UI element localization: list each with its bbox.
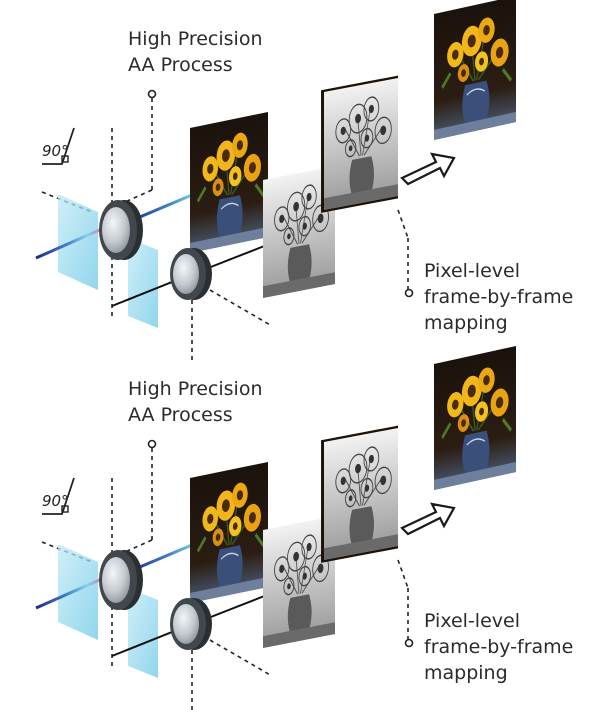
hollow-arrow-icon <box>400 152 456 186</box>
sunflower-color-photo <box>188 110 270 255</box>
angle-label: 90° <box>42 142 69 160</box>
title-line-2: AA Process <box>128 54 233 76</box>
title-line-2: AA Process <box>128 404 233 426</box>
sunflower-grayscale-frame <box>321 75 399 213</box>
lens-upper <box>99 200 143 260</box>
title-marker-icon <box>147 439 157 449</box>
mapping-marker-icon <box>404 288 414 298</box>
angle-label: 90° <box>42 492 69 510</box>
lens-lower <box>170 598 212 650</box>
title-marker-icon <box>147 89 157 99</box>
panel-1: 90° High Precision AA Proc <box>35 0 573 362</box>
glass-plate <box>128 588 158 678</box>
light-beam <box>35 226 105 260</box>
optical-axis <box>111 627 183 657</box>
mapping-line-3: mapping <box>424 662 508 684</box>
mapping-marker-icon <box>404 638 414 648</box>
hollow-arrow-icon <box>400 502 456 536</box>
lens-lower <box>170 248 212 300</box>
sunflower-color-photo <box>188 460 270 605</box>
right-angle-icon: 90° <box>42 477 75 515</box>
light-beam <box>35 576 105 610</box>
title-line-1: High Precision <box>128 28 262 50</box>
sunflower-grayscale-frame <box>321 425 399 563</box>
sunflower-color-output <box>432 0 518 142</box>
mapping-line-2: frame-by-frame <box>424 286 573 308</box>
title-line-1: High Precision <box>128 378 262 400</box>
right-angle-icon: 90° <box>42 127 75 165</box>
mapping-line-2: frame-by-frame <box>424 636 573 658</box>
mapping-line-1: Pixel-level <box>424 610 520 632</box>
lens-upper <box>99 550 143 610</box>
glass-plate <box>58 544 98 640</box>
glass-plate <box>128 238 158 328</box>
mapping-line-1: Pixel-level <box>424 260 520 282</box>
panel-2: 90° High Precision AA Process Pixel-leve… <box>35 344 573 710</box>
mapping-line-3: mapping <box>424 312 508 334</box>
optical-axis <box>111 277 183 307</box>
glass-plate <box>58 194 98 290</box>
sunflower-color-output <box>432 344 518 492</box>
